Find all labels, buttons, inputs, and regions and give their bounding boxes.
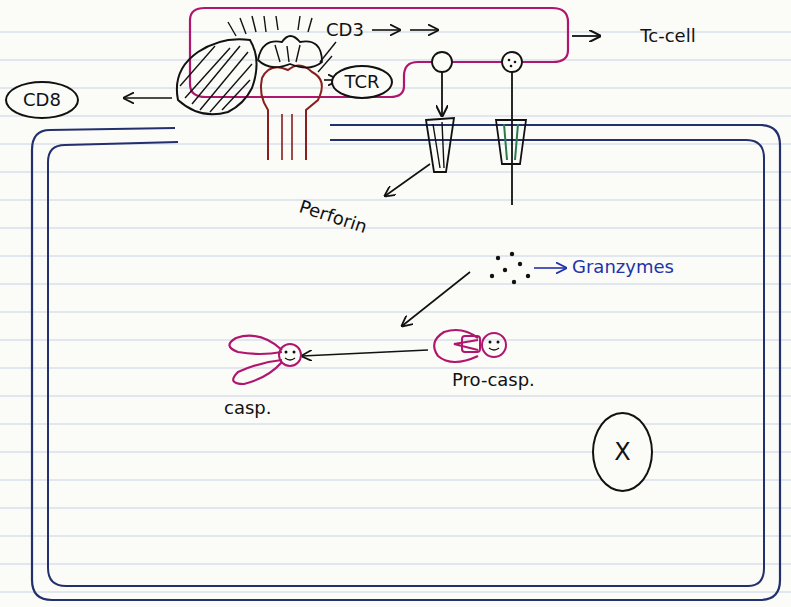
protein-label: Perforin xyxy=(297,196,370,236)
protein-label: CD3 xyxy=(326,20,364,40)
paper-lines xyxy=(0,32,791,592)
enzyme-label: casp. xyxy=(224,398,271,418)
node-text: TCR xyxy=(344,72,379,92)
enzyme-label: Pro-casp. xyxy=(452,370,535,390)
callout-circle: TCR xyxy=(331,65,393,99)
node-text: Tc-cell xyxy=(640,26,695,46)
nucleus-circle: X xyxy=(592,412,653,492)
enzyme-label: Granzymes xyxy=(572,257,674,277)
node-text: X xyxy=(614,439,630,465)
node-text: CD8 xyxy=(23,90,61,110)
callout-circle: CD8 xyxy=(5,81,79,119)
cell-label: Tc-cell xyxy=(636,22,700,50)
